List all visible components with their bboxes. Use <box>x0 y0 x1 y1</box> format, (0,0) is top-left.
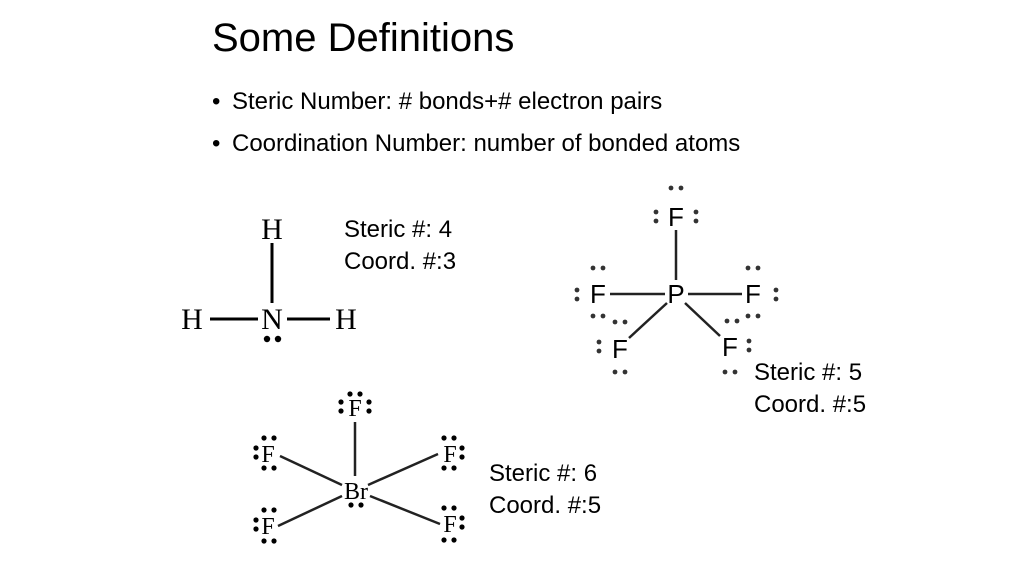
definition-list: • Steric Number: # bonds+# electron pair… <box>212 86 772 170</box>
nh3-lewis-structure: H H N H <box>181 213 357 343</box>
definition-text: Coordination Number: number of bonded at… <box>232 130 741 157</box>
bond-p-f-lower-right <box>684 302 721 337</box>
bond-br-f-lower-left <box>277 494 343 528</box>
definition-steric-number: • Steric Number: # bonds+# electron pair… <box>212 86 772 118</box>
lone-pairs <box>574 185 779 375</box>
lone-pairs <box>253 391 465 544</box>
steric-number-label: Steric #: 5 <box>754 359 863 386</box>
definition-text: Steric Number: # bonds+# electron pairs <box>232 88 663 115</box>
atom-n-center: N <box>261 303 283 336</box>
definition-coordination-number: • Coordination Number: number of bonded … <box>212 128 772 160</box>
atom-f-right: F <box>745 279 761 309</box>
atom-f-lower-right: F <box>443 512 456 538</box>
bond-p-f-lower-left <box>628 302 668 339</box>
nh3-note: Steric #: 4 Coord. #:3 <box>344 214 456 278</box>
brf5-note: Steric #: 6 Coord. #:5 <box>489 458 601 522</box>
coordination-number-label: Coord. #:3 <box>344 248 457 275</box>
atom-p-center: P <box>667 279 684 309</box>
bond-br-f-lower-right <box>369 494 441 526</box>
atom-f-lower-left: F <box>612 334 628 364</box>
brf5-lewis-structure: F F F Br F F <box>253 391 465 544</box>
steric-number-label: Steric #: 4 <box>344 216 453 243</box>
atom-f-upper-left: F <box>261 442 274 468</box>
atom-br-center: Br <box>344 479 368 505</box>
atom-f-top: F <box>348 396 361 422</box>
steric-number-label: Steric #: 6 <box>489 460 598 487</box>
atom-f-lower-right: F <box>722 332 738 362</box>
pf5-note: Steric #: 5 Coord. #:5 <box>754 357 866 421</box>
atom-f-top: F <box>668 202 684 232</box>
atom-h-left: H <box>181 303 203 336</box>
bond-br-f-upper-left <box>279 454 343 487</box>
slide-title: Some Definitions <box>212 16 515 60</box>
coordination-number-label: Coord. #:5 <box>489 492 602 519</box>
atom-h-top: H <box>261 213 283 246</box>
atom-f-upper-right: F <box>443 442 456 468</box>
bond-br-f-upper-right <box>367 452 439 487</box>
atom-h-right: H <box>335 303 357 336</box>
bullet-marker: • <box>212 130 221 157</box>
coordination-number-label: Coord. #:5 <box>754 391 867 418</box>
lone-pair <box>263 335 282 343</box>
atom-f-lower-left: F <box>261 514 274 540</box>
pf5-lewis-structure: F F P F F F <box>574 185 779 375</box>
bullet-marker: • <box>212 88 221 115</box>
atom-f-left: F <box>590 279 606 309</box>
